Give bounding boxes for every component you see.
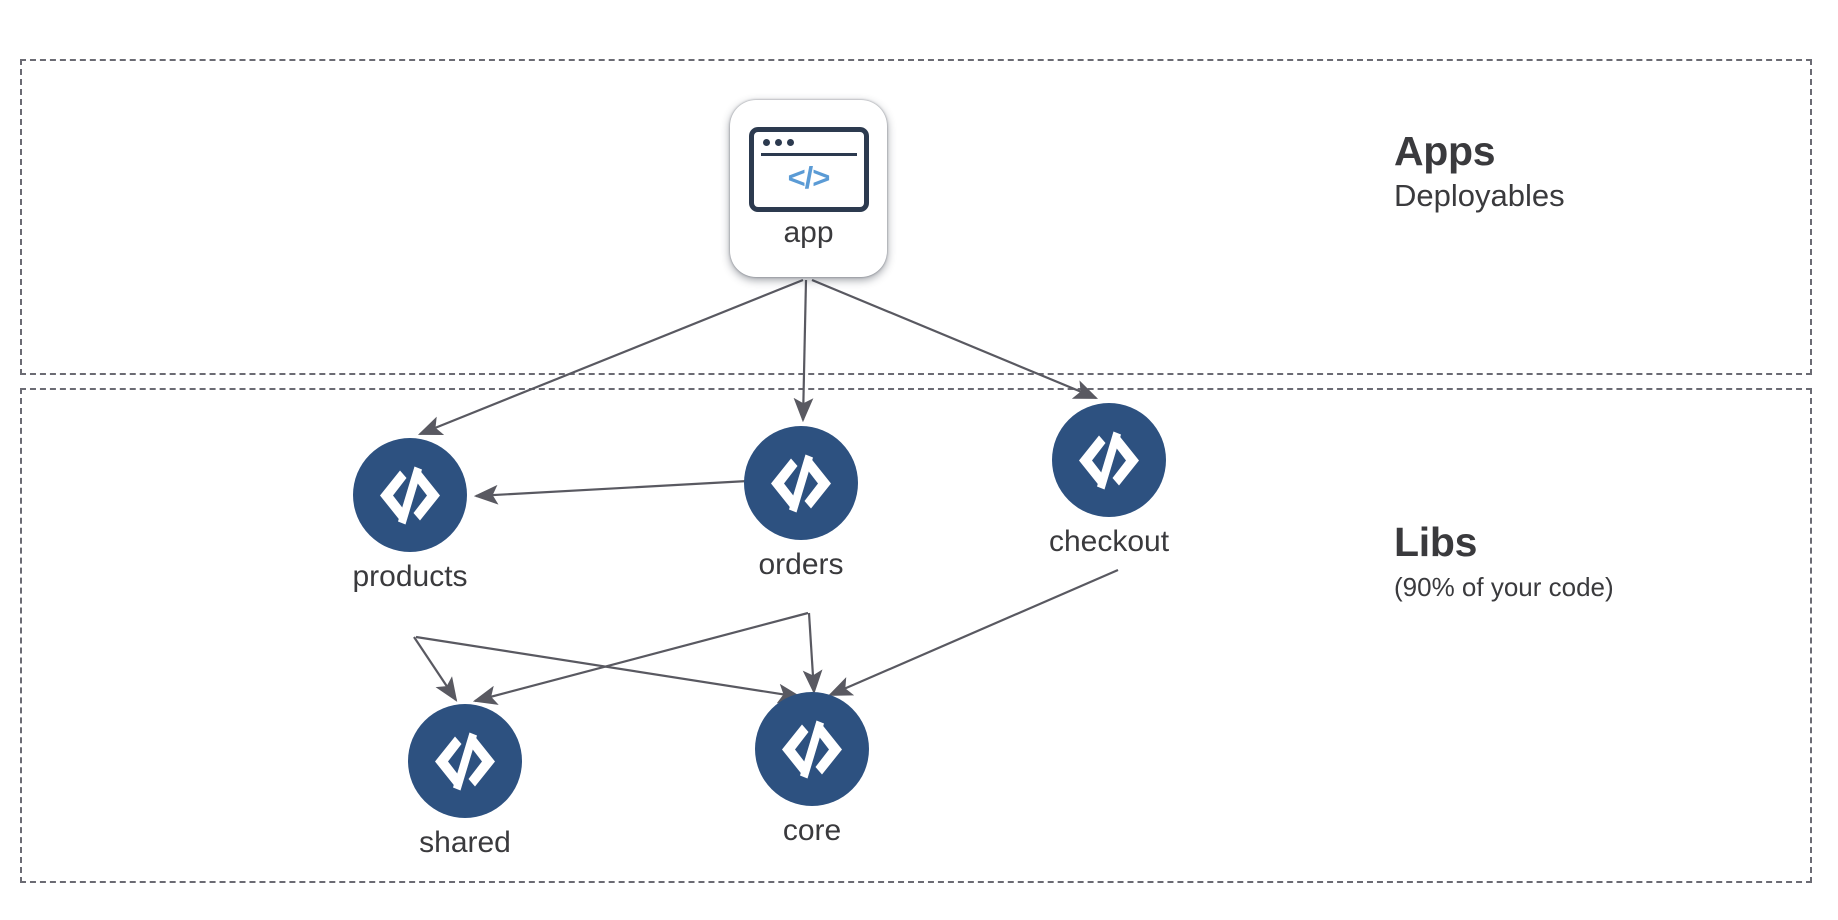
zone-apps-title: Apps (1394, 128, 1496, 174)
code-glyph: </> (787, 160, 831, 195)
node-checkout-label: checkout (1048, 525, 1170, 558)
node-shared-label: shared (419, 826, 511, 859)
code-brackets-icon (755, 692, 869, 806)
node-checkout[interactable]: checkout (1049, 403, 1169, 557)
code-brackets-icon (1052, 403, 1166, 517)
edge-products-shared (413, 636, 458, 702)
zone-apps (20, 59, 1812, 375)
node-core-label: core (782, 814, 842, 847)
node-shared[interactable]: shared (408, 704, 522, 858)
node-products-label: products (352, 560, 468, 593)
node-orders[interactable]: orders (744, 426, 858, 580)
edge-products-core (415, 635, 803, 704)
edge-app-checkout (811, 278, 1099, 400)
edge-orders-products (473, 479, 749, 505)
edge-app-orders (793, 279, 814, 423)
zone-label-apps: Apps Deployables (1394, 128, 1565, 214)
zone-apps-subtitle: Deployables (1394, 178, 1565, 214)
node-products[interactable]: products (352, 438, 468, 592)
zone-libs-subtitle: (90% of your code) (1394, 572, 1614, 603)
edge-checkout-core (827, 568, 1119, 697)
node-orders-label: orders (758, 548, 844, 581)
window-dots-icon (762, 139, 794, 146)
zone-label-libs: Libs (90% of your code) (1394, 519, 1614, 603)
code-brackets-icon (408, 704, 522, 818)
code-window-icon: </> (748, 127, 869, 212)
code-brackets-icon (744, 426, 858, 540)
edge-app-products (417, 278, 804, 436)
zone-libs (20, 388, 1812, 883)
node-app-label: app (783, 216, 834, 249)
edge-orders-shared (472, 611, 809, 705)
window-titlebar-rule (760, 153, 857, 156)
code-brackets-icon (353, 438, 467, 552)
zone-libs-title: Libs (1394, 519, 1478, 565)
edge-orders-core (802, 612, 823, 695)
node-core[interactable]: core (755, 692, 869, 846)
node-app[interactable]: </> app (730, 100, 887, 277)
